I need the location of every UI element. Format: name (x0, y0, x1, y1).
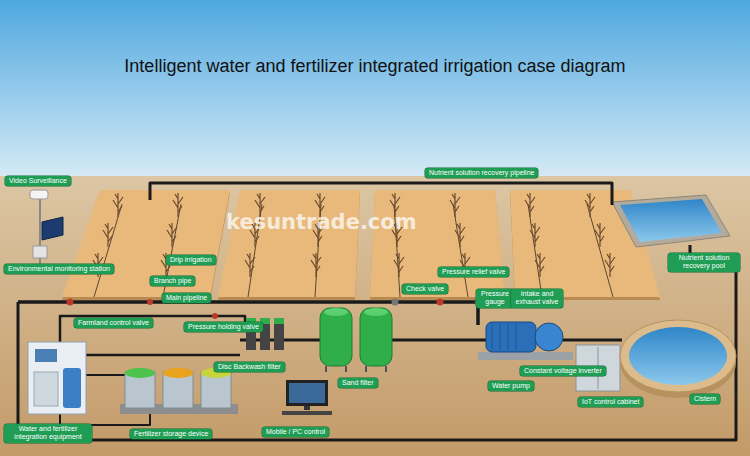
callout-tag: Pressure relief valve (438, 267, 509, 277)
callout-tag: Mobile / PC control (262, 427, 329, 437)
callout-tag: Branch pipe (150, 276, 195, 286)
callout-tag: Sand filter (338, 378, 378, 388)
callout-text: Main pipeline (166, 294, 207, 302)
callout-text: Disc Backwash filter (218, 363, 281, 371)
callout-tag: Pressure holding valve (184, 322, 263, 332)
callout-text: Fertilizer storage device (134, 430, 208, 438)
callout-tag: Check valve (402, 284, 448, 294)
callout-text: Water pump (492, 382, 530, 390)
callout-tag: Drip irrigation (166, 255, 216, 265)
callout-tag: Pressure gauge (476, 289, 514, 308)
callout-text: Nutrient solution recovery pool (672, 254, 736, 271)
callout-text: Branch pipe (154, 277, 191, 285)
callout-tag: Constant voltage inverter (520, 366, 606, 376)
callout-text: Sand filter (342, 379, 374, 387)
diagram-title: Intelligent water and fertilizer integra… (0, 56, 750, 77)
callout-tag: Farmland control valve (74, 318, 153, 328)
callout-text: Farmland control valve (78, 319, 149, 327)
callout-text: IoT control cabinet (582, 398, 639, 406)
callout-text: Pressure relief valve (442, 268, 505, 276)
callout-text: Constant voltage inverter (524, 367, 602, 375)
callout-tag: Cistern (690, 394, 720, 404)
callout-tag: Nutrient solution recovery pipeline (425, 168, 538, 178)
callout-text: Nutrient solution recovery pipeline (429, 169, 534, 177)
callout-text: Mobile / PC control (266, 428, 325, 436)
callout-text: Cistern (694, 395, 716, 403)
callout-text: Video Surveillance (9, 177, 67, 185)
callout-text: Pressure gauge (480, 290, 510, 307)
callout-text: Environmental monitoring station (8, 265, 110, 273)
callout-tag: Video Surveillance (5, 176, 71, 186)
callout-tag: Water pump (488, 381, 534, 391)
callout-tag: IoT control cabinet (578, 397, 643, 407)
callout-text: Check valve (406, 285, 444, 293)
callout-text: Water and fertilizer integration equipme… (8, 425, 88, 442)
callout-tag: Nutrient solution recovery pool (668, 253, 740, 272)
callout-text: Pressure holding valve (188, 323, 259, 331)
callout-tag: Water and fertilizer integration equipme… (4, 424, 92, 443)
watermark: kesuntrade.com (226, 210, 417, 234)
callout-tag: Main pipeline (162, 293, 211, 303)
callout-tag: Fertilizer storage device (130, 429, 212, 439)
callout-tag: Intake and exhaust valve (511, 289, 563, 308)
callout-text: Drip irrigation (170, 256, 212, 264)
callout-text: Intake and exhaust valve (515, 290, 559, 307)
callout-tag: Environmental monitoring station (4, 264, 114, 274)
callout-tag: Disc Backwash filter (214, 362, 285, 372)
